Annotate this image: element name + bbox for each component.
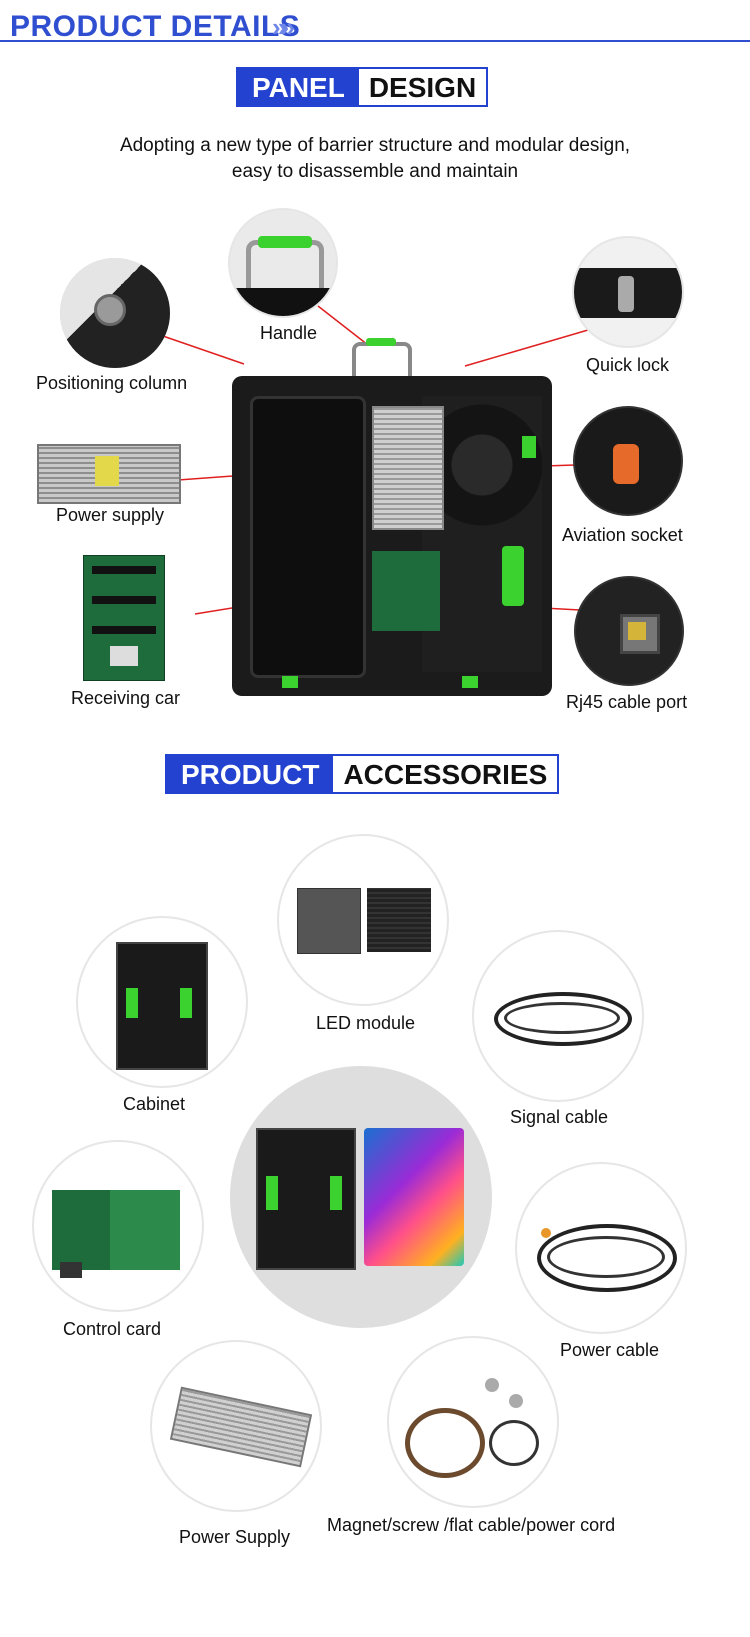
chevron-right-icon: »» [272,12,295,42]
label-signal-cable: Signal cable [510,1107,609,1127]
power-supply-circle [150,1340,322,1512]
accessories-title-b: ACCESSORIES [333,756,558,792]
receiving-card-thumbnail [83,555,165,681]
label-power-cable: Power cable [560,1340,660,1360]
header-divider [0,40,750,42]
label-cabinet: Cabinet [123,1094,186,1114]
panel-design-subtitle: Adopting a new type of barrier structure… [0,133,750,185]
handle-grip [366,338,396,346]
label-magnet-screw: Magnet/screw /flat cable/power cord [327,1515,616,1535]
handle-closeup [228,208,338,318]
power-supply-thumbnail [37,444,181,504]
panel-design-title: PANEL DESIGN [236,67,489,107]
page-header-title: PRODUCT DETAILS [10,10,301,43]
subtitle-line-2: easy to disassemble and maintain [231,161,519,182]
power-cable-circle [515,1162,687,1334]
quick-lock-closeup [572,236,684,348]
label-positioning-column: Positioning column [36,373,188,393]
label-rj45: Rj45 cable port [566,692,688,712]
center-product-circle [230,1066,492,1328]
subtitle-line-1: Adopting a new type of barrier structure… [119,135,631,156]
label-power-supply-acc: Power Supply [179,1527,291,1547]
cabinet-door [250,396,366,678]
label-led-module: LED module [316,1013,416,1033]
green-foot-right [462,676,478,688]
led-module-circle [277,834,449,1006]
panel-design-title-b: DESIGN [358,69,487,105]
magnet-screw-circle [387,1336,559,1508]
panel-design-title-a: PANEL [238,69,359,105]
green-clip [522,436,536,458]
receiving-card-unit [372,551,440,631]
label-power-supply: Power supply [56,505,165,525]
handle-frame [352,342,412,376]
label-control-card: Control card [63,1319,162,1339]
label-receiving-card: Receiving car [71,688,181,708]
cabinet-panel-image [232,338,552,696]
signal-cable-circle [472,930,644,1102]
power-supply-unit [372,406,444,530]
green-latch [502,546,524,606]
control-card-circle [32,1140,204,1312]
accessories-title-a: PRODUCT [167,756,334,792]
label-handle: Handle [260,323,318,343]
cabinet-circle [76,916,248,1088]
label-quick-lock: Quick lock [586,355,670,375]
accessories-title: PRODUCT ACCESSORIES [165,754,560,794]
label-aviation-socket: Aviation socket [562,525,683,545]
aviation-socket-closeup [573,406,683,516]
green-foot-left [282,676,298,688]
rj45-closeup [574,576,684,686]
positioning-column-closeup [60,258,170,368]
